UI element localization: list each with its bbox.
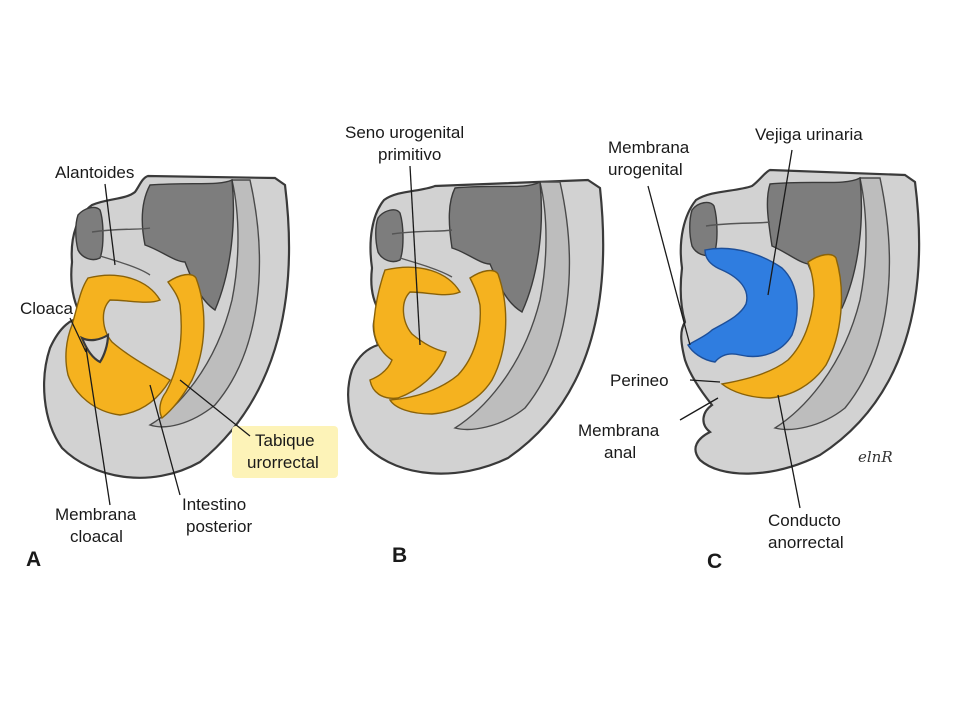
label-tabique-2: urorrectal bbox=[247, 453, 319, 472]
panel-a-inner-band bbox=[148, 179, 261, 428]
leader-alantoides bbox=[104, 183, 116, 266]
leader-membrana-cloacal bbox=[85, 347, 111, 506]
label-membrana-urogenital-1: Membrana bbox=[608, 138, 690, 157]
label-alantoides: Alantoides bbox=[55, 163, 134, 182]
panel-a-cloacal-membrane-notch bbox=[79, 333, 110, 364]
label-intestino-2: posterior bbox=[186, 517, 252, 536]
label-membrana-anal-1: Membrana bbox=[578, 421, 660, 440]
label-seno-1: Seno urogenital bbox=[345, 123, 464, 142]
panel-c-inner-band bbox=[773, 177, 891, 431]
panel-b-urogenital-sinus bbox=[369, 266, 462, 399]
label-vejiga: Vejiga urinaria bbox=[755, 125, 863, 144]
label-membrana-anal-2: anal bbox=[604, 443, 636, 462]
panel-letter-b: B bbox=[392, 544, 407, 567]
panel-b: Seno urogenital primitivo B bbox=[345, 123, 605, 567]
label-conducto-2: anorrectal bbox=[768, 533, 844, 552]
leader-conducto bbox=[777, 394, 801, 509]
signature: elnR bbox=[858, 448, 893, 466]
label-membrana-cloacal-1: Membrana bbox=[55, 505, 137, 524]
leader-seno bbox=[409, 165, 421, 346]
panel-a-allantois bbox=[75, 206, 104, 261]
leader-intestino bbox=[149, 384, 181, 496]
panel-b-hindgut-cavity bbox=[448, 180, 543, 313]
panel-c: Membrana urogenital Vejiga urinaria Peri… bbox=[578, 125, 921, 573]
label-membrana-urogenital-2: urogenital bbox=[608, 160, 683, 179]
leader-vejiga bbox=[767, 149, 793, 296]
label-conducto-1: Conducto bbox=[768, 511, 841, 530]
panel-b-urorectal-septum bbox=[388, 269, 507, 415]
panel-letter-c: C bbox=[707, 550, 722, 573]
panel-b-inner-band bbox=[453, 181, 571, 431]
panel-a-urorectal-septum bbox=[159, 273, 205, 420]
leader-membrana-anal bbox=[679, 397, 719, 421]
leader-membrana-urogenital bbox=[647, 185, 691, 346]
panel-c-bladder bbox=[687, 247, 798, 363]
label-seno-2: primitivo bbox=[378, 145, 441, 164]
leader-tabique bbox=[179, 379, 251, 437]
label-cloaca: Cloaca bbox=[20, 299, 73, 318]
panel-b-allantois bbox=[375, 209, 404, 263]
tabique-highlight bbox=[232, 426, 338, 478]
panel-c-urorectal-septum bbox=[720, 253, 843, 399]
panel-a-fold bbox=[91, 227, 151, 276]
label-membrana-cloacal-2: cloacal bbox=[70, 527, 123, 546]
leader-perineo bbox=[689, 379, 721, 383]
panel-letter-a: A bbox=[26, 548, 41, 571]
panel-c-allantois bbox=[689, 201, 718, 257]
label-intestino-1: Intestino bbox=[182, 495, 246, 514]
panel-a-cloaca bbox=[65, 274, 171, 416]
label-perineo: Perineo bbox=[610, 371, 669, 390]
label-tabique-1: Tabique bbox=[255, 431, 315, 450]
panel-b-fold bbox=[391, 229, 453, 278]
panel-a-hindgut-cavity bbox=[141, 178, 235, 312]
leader-cloaca bbox=[69, 317, 87, 353]
panel-a: Alantoides Cloaca Tabique urorrectal Mem… bbox=[20, 163, 338, 571]
